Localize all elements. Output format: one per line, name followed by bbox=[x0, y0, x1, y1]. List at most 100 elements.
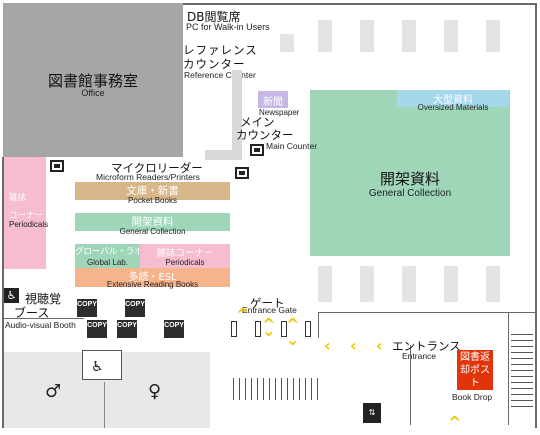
general-collection-label-jp: 開架資料 bbox=[379, 170, 440, 188]
reference-label-jp2: カウンター bbox=[183, 57, 246, 71]
outer-wall-right bbox=[535, 3, 537, 428]
copy-machine-icon-3: COPY bbox=[87, 320, 107, 338]
av-booth-wall bbox=[4, 318, 84, 319]
gate-bar-1 bbox=[231, 321, 237, 337]
copy-machine-icon-2: COPY bbox=[125, 299, 145, 317]
gate-bar-4 bbox=[305, 321, 311, 337]
book-drop-label-en: Book Drop bbox=[452, 392, 493, 402]
reference-label-jp1: レファレンス bbox=[183, 43, 258, 57]
gate-bar-2 bbox=[255, 321, 261, 337]
arrow-chevron-icon-bottom-right: ^ bbox=[448, 413, 462, 432]
extensive-reading-label-jp: 多読・ESL bbox=[128, 272, 177, 283]
shelf-top-4 bbox=[402, 20, 416, 52]
wheelchair-icon-restroom: ♿ bbox=[91, 359, 104, 375]
arrow-chevron-icon-gate-down-1: ⌄ bbox=[262, 321, 276, 340]
newspaper-area[interactable] bbox=[258, 91, 288, 108]
db-room-label-en: PC for Walk-in Users bbox=[186, 22, 270, 32]
wheelchair-icon-av: ♿ bbox=[4, 288, 19, 303]
extensive-reading-label-en: Extensive Reading Books bbox=[106, 280, 199, 289]
av-booth-label-jp2: ブース bbox=[14, 306, 50, 320]
entrance-area-wall-left bbox=[318, 312, 319, 338]
shelf-bottom-1 bbox=[318, 266, 332, 302]
outer-wall-left bbox=[2, 157, 4, 428]
arrow-chevron-icon-entrance-3: ‹ bbox=[376, 336, 383, 355]
entrance-area-wall-mid bbox=[410, 345, 411, 425]
elevator-icon: ⇅ bbox=[363, 403, 381, 423]
pocket-books-area[interactable] bbox=[75, 182, 230, 200]
restroom-divider bbox=[104, 382, 105, 428]
outer-wall-top bbox=[183, 3, 537, 5]
newspaper-label-jp: 新聞 bbox=[263, 97, 283, 108]
copy-machine-icon-1: COPY bbox=[77, 299, 97, 317]
arrow-chevron-icon-gate-down-2: ⌄ bbox=[286, 330, 300, 349]
av-booth-label-en: Audio-visual Booth bbox=[5, 320, 76, 330]
microform-label-en: Microform Readers/Printers bbox=[96, 172, 200, 182]
accessible-restroom[interactable] bbox=[82, 350, 122, 380]
shelf-top-1 bbox=[280, 34, 294, 52]
entrance-area-wall-right bbox=[508, 312, 509, 425]
gate-bar-3 bbox=[281, 321, 287, 337]
periodicals-corner-area[interactable] bbox=[4, 157, 46, 269]
main-counter-label-en: Main Counter bbox=[266, 141, 318, 151]
center-stairs bbox=[228, 378, 318, 400]
shelf-bottom-4 bbox=[444, 266, 458, 302]
periodicals-corner-label-jp1: 雑誌 bbox=[9, 193, 27, 203]
arrow-chevron-icon-gate-up-3: ^ bbox=[286, 315, 300, 334]
right-stairs bbox=[511, 332, 533, 412]
shelf-top-2 bbox=[318, 20, 332, 52]
gate-label-en: Entrance Gate bbox=[242, 305, 297, 315]
copy-machine-icon-4: COPY bbox=[117, 320, 137, 338]
periodicals-small-label-jp: 雑誌コーナー bbox=[156, 248, 214, 259]
entrance-label-en: Entrance bbox=[402, 351, 437, 361]
global-lab-label-jp: グローバル・ラボ bbox=[75, 247, 143, 257]
shelf-top-5 bbox=[444, 20, 458, 52]
main-counter-horizontal bbox=[205, 150, 242, 160]
extensive-reading-area[interactable] bbox=[75, 268, 230, 287]
shelf-top-3 bbox=[360, 20, 374, 52]
arrow-chevron-icon-gate-up-1: ^ bbox=[236, 305, 250, 324]
office-label-en: Office bbox=[81, 88, 105, 98]
oversized-area-cover bbox=[397, 90, 509, 107]
woman-restroom-icon: ♀ bbox=[148, 381, 162, 402]
shelf-bottom-5 bbox=[486, 266, 500, 302]
newspaper-label-en: Newspaper bbox=[259, 108, 300, 117]
book-drop-box[interactable]: 図書返却ポスト bbox=[457, 350, 493, 390]
book-drop-label-jp: 図書返却ポスト bbox=[460, 352, 490, 389]
periodicals-small-label-en: Periodicals bbox=[165, 258, 205, 267]
arrow-chevron-icon-entrance-2: ‹ bbox=[350, 336, 357, 355]
arrow-chevron-icon-entrance-1: ‹ bbox=[324, 336, 331, 355]
periodicals-corner-label-en: Periodicals bbox=[9, 220, 49, 229]
office-area[interactable] bbox=[3, 3, 183, 157]
entrance-area-wall-top bbox=[318, 312, 536, 313]
oversized-label-jp-overlay: 大型資料 bbox=[433, 95, 473, 106]
general-small-area[interactable] bbox=[75, 213, 230, 231]
microform-pc-icon-right bbox=[235, 167, 249, 179]
gate-label-jp: ゲート bbox=[250, 296, 285, 310]
db-room-label-jp: DB閲覧席 bbox=[187, 10, 241, 24]
office-label-jp: 図書館事務室 bbox=[47, 72, 138, 90]
oversized-label-en-overlay: Oversized Materials bbox=[417, 103, 489, 112]
entrance-label-jp: エントランス bbox=[392, 339, 461, 353]
periodicals-corner-label-jp2: コーナー bbox=[9, 211, 44, 221]
microform-pc-icon-left bbox=[50, 160, 64, 172]
av-booth-label-jp1: 視聴覚 bbox=[25, 292, 62, 306]
shelf-bottom-2 bbox=[360, 266, 374, 302]
main-counter-vertical bbox=[232, 70, 242, 160]
man-restroom-icon: ♂ bbox=[45, 381, 62, 402]
shelf-top-6 bbox=[486, 20, 500, 52]
shelf-bottom-3 bbox=[402, 266, 416, 302]
reference-label-en: Reference Counter bbox=[184, 70, 256, 80]
arrow-chevron-icon-gate-up-2: ^ bbox=[262, 315, 276, 334]
general-collection-label-en: General Collection bbox=[368, 188, 452, 199]
global-lab-area[interactable] bbox=[75, 244, 140, 268]
microform-label-jp: マイクロリーダー bbox=[111, 161, 203, 175]
main-counter-label-jp1: メイン bbox=[240, 115, 275, 129]
copy-machine-icon-5: COPY bbox=[164, 320, 184, 338]
general-small-label-en: General Collection bbox=[119, 227, 186, 236]
pocket-books-label-jp: 文庫・新書 bbox=[126, 185, 179, 197]
main-counter-pc-icon bbox=[250, 144, 264, 156]
periodicals-small-area[interactable] bbox=[140, 244, 230, 268]
global-lab-label-en: Global Lab. bbox=[87, 258, 128, 267]
general-collection-area[interactable] bbox=[310, 90, 510, 256]
